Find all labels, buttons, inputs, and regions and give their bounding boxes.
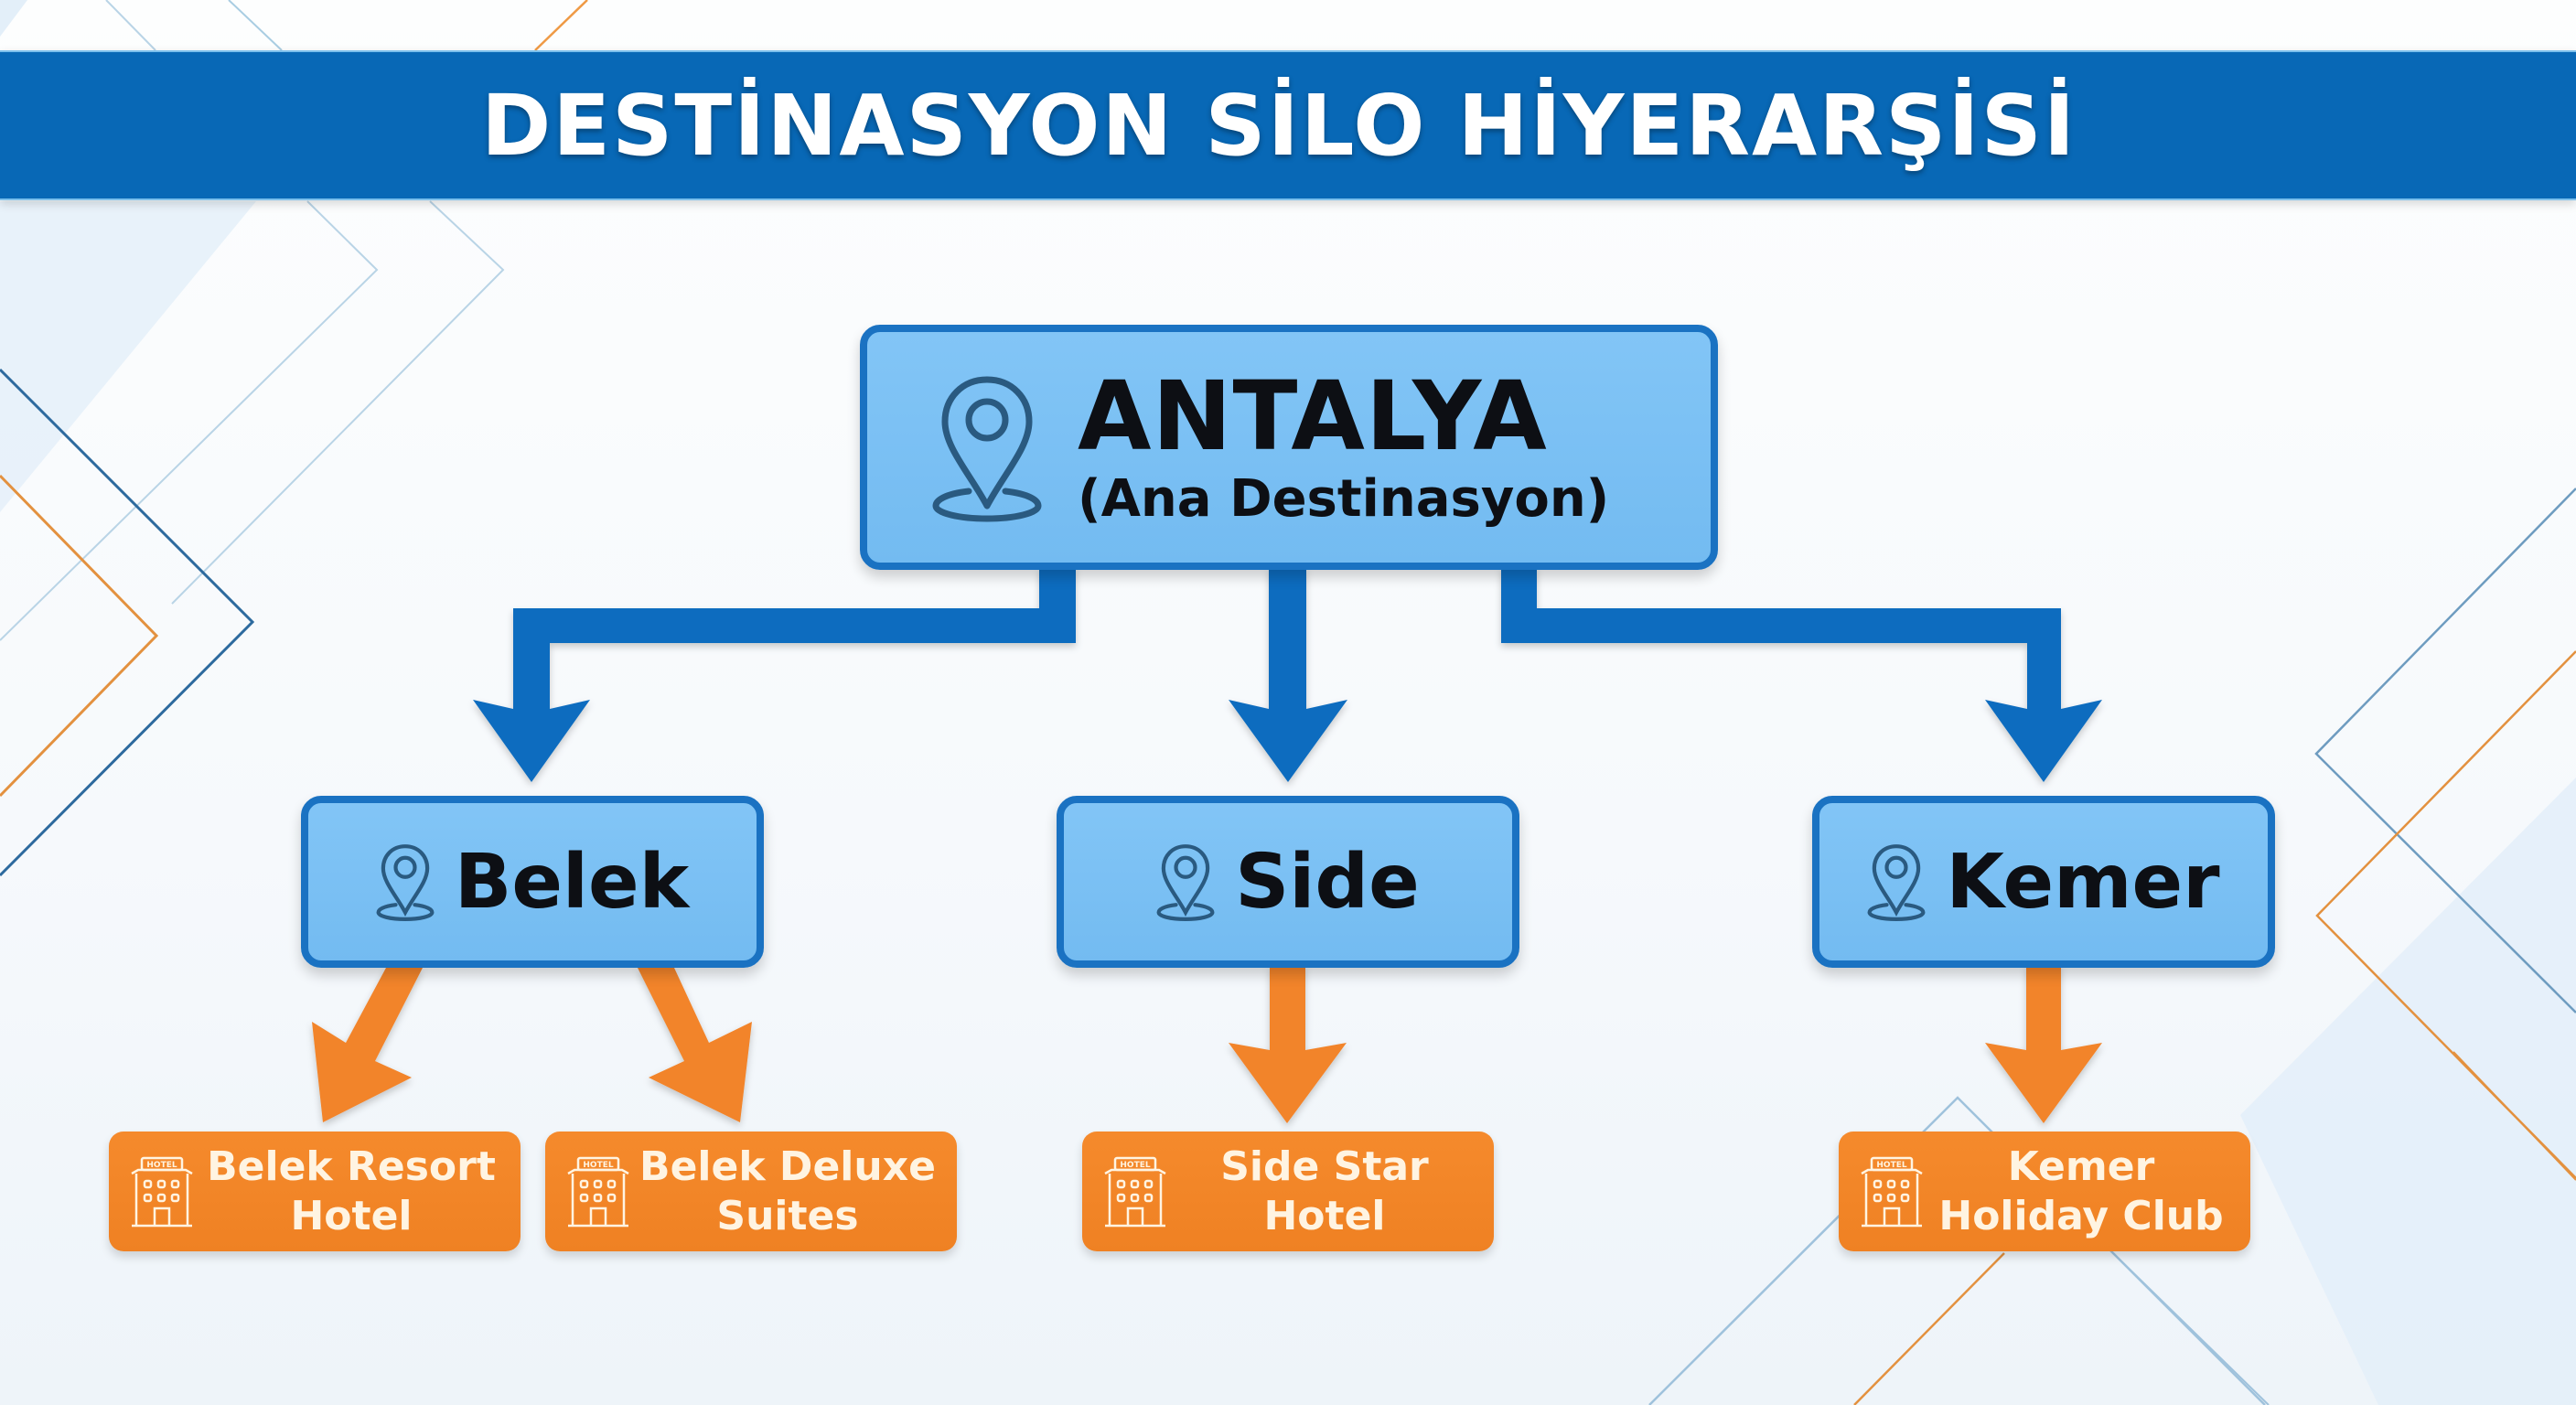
connector-arrow-kemer-holiday: [1985, 965, 2102, 1123]
destination-label: Belek: [454, 838, 690, 926]
hotel-node-kemer-holiday[interactable]: HOTEL Kemer Holiday Club: [1839, 1132, 2250, 1251]
hotel-label: Belek Resort Hotel: [195, 1142, 521, 1241]
hotel-label: Side Star Hotel: [1168, 1142, 1494, 1241]
hotel-label-line2: Suites: [716, 1192, 859, 1239]
destination-node-belek[interactable]: Belek: [301, 796, 764, 968]
hotel-label-line1: Belek Deluxe: [639, 1142, 936, 1190]
hotel-building-icon: HOTEL: [1104, 1156, 1166, 1227]
page-title: DESTİNASYON SİLO HİYERARŞİSİ: [480, 76, 2077, 175]
hotel-building-icon: HOTEL: [1861, 1156, 1923, 1227]
hotel-node-belek-resort[interactable]: HOTEL Belek Resort Hotel: [109, 1132, 521, 1251]
connector-arrow-belek: [473, 567, 1076, 782]
hotel-node-belek-deluxe[interactable]: HOTEL Belek Deluxe Suites: [545, 1132, 957, 1251]
hotel-node-side-star[interactable]: HOTEL Side Star Hotel: [1082, 1132, 1494, 1251]
connector-arrow-belek-resort: [312, 968, 423, 1122]
svg-text:HOTEL: HOTEL: [583, 1161, 613, 1170]
hotel-label: Kemer Holiday Club: [1925, 1142, 2250, 1241]
destination-node-side[interactable]: Side: [1057, 796, 1519, 968]
hotel-label-line1: Side Star: [1220, 1142, 1429, 1190]
connector-arrow-side-star: [1229, 965, 1347, 1123]
destination-node-kemer[interactable]: Kemer: [1812, 796, 2275, 968]
title-bar: DESTİNASYON SİLO HİYERARŞİSİ: [0, 50, 2576, 200]
root-node-antalya[interactable]: ANTALYA (Ana Destinasyon): [860, 325, 1718, 570]
hotel-label-line1: Belek Resort: [207, 1142, 496, 1190]
connector-arrow-side: [1229, 567, 1347, 782]
root-node-subtitle: (Ana Destinasyon): [1078, 469, 1610, 529]
connector-arrow-belek-deluxe: [638, 968, 752, 1122]
map-pin-icon: [1156, 844, 1215, 921]
hotel-label-line2: Hotel: [290, 1192, 413, 1239]
hotel-label-line2: Hotel: [1263, 1192, 1386, 1239]
connector-arrow-kemer: [1501, 567, 2102, 782]
svg-text:HOTEL: HOTEL: [146, 1161, 177, 1170]
map-pin-icon: [376, 844, 435, 921]
destination-label: Kemer: [1946, 838, 2220, 926]
hotel-label-line1: Kemer: [2007, 1142, 2155, 1190]
map-pin-icon: [932, 376, 1042, 522]
map-pin-icon: [1867, 844, 1926, 921]
root-node-title: ANTALYA: [1078, 360, 1548, 472]
destination-label: Side: [1235, 838, 1420, 926]
svg-text:HOTEL: HOTEL: [1120, 1161, 1150, 1170]
hotel-label: Belek Deluxe Suites: [631, 1142, 957, 1241]
hotel-building-icon: HOTEL: [131, 1156, 193, 1227]
svg-text:HOTEL: HOTEL: [1876, 1161, 1906, 1170]
hotel-building-icon: HOTEL: [567, 1156, 629, 1227]
hotel-label-line2: Holiday Club: [1938, 1192, 2224, 1239]
